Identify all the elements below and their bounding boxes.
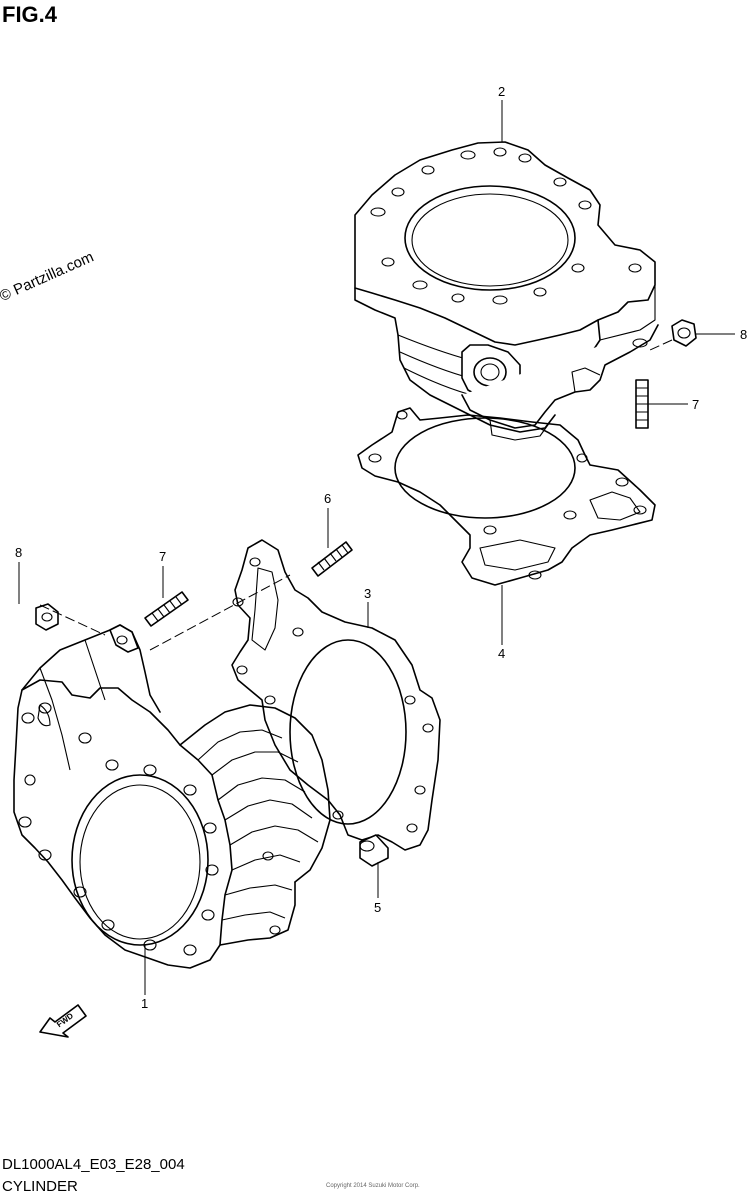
callout-6: 6 [324, 491, 331, 506]
callout-2: 2 [498, 84, 505, 99]
fine-print: Copyright 2014 Suzuki Motor Corp. [326, 1183, 420, 1189]
callout-5: 5 [374, 900, 381, 915]
callout-8-right: 8 [740, 327, 747, 342]
stud-part-7-right[interactable] [635, 379, 649, 429]
callout-4: 4 [498, 646, 505, 661]
nut-part-8-left[interactable] [35, 603, 106, 636]
rear-base-gasket-part-4[interactable] [357, 407, 656, 586]
figure-title: FIG.4 [2, 2, 58, 27]
fwd-direction-badge: FWD [39, 1004, 87, 1038]
callout-1: 1 [141, 996, 148, 1011]
callout-8-left: 8 [15, 545, 22, 560]
rear-cylinder-part-2[interactable] [354, 141, 659, 441]
callout-7-right: 7 [692, 397, 699, 412]
nut-part-8-right[interactable] [649, 319, 697, 351]
callout-7-left: 7 [159, 549, 166, 564]
callout-leaders [18, 100, 735, 995]
front-cylinder-part-1[interactable] [13, 624, 331, 969]
front-base-gasket-part-3[interactable] [149, 539, 441, 851]
diagram-code: DL1000AL4_E03_E28_004 [2, 1156, 185, 1173]
diagram-caption: CYLINDER [2, 1178, 78, 1195]
stud-part-7-left[interactable] [144, 591, 189, 627]
callout-3: 3 [364, 586, 371, 601]
stud-part-6[interactable] [311, 541, 353, 577]
dowel-pin-part-5[interactable] [359, 834, 389, 867]
